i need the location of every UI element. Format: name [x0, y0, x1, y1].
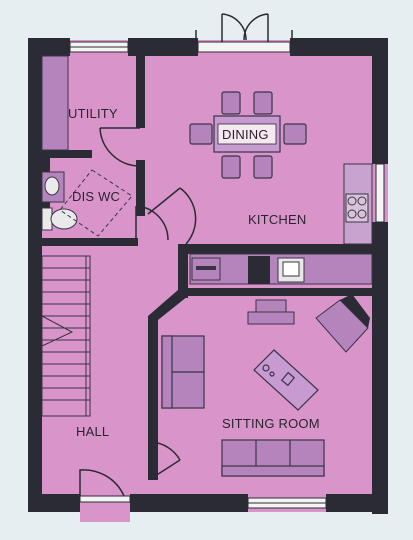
front-door	[79, 469, 131, 503]
coffee-table-icon	[253, 349, 319, 411]
room-label-dis-wc: DIS WC	[72, 189, 120, 204]
staircase	[41, 255, 91, 417]
outer-walls	[28, 38, 388, 514]
tv-unit-icon	[315, 294, 370, 353]
sitting-room-window	[247, 497, 327, 509]
armchair-icon	[161, 335, 205, 409]
toilet-icon	[50, 208, 78, 230]
wc-fixtures	[41, 169, 133, 237]
fireplace-icon	[247, 299, 295, 325]
utility-window	[69, 41, 129, 53]
room-label-dining: DINING	[222, 127, 269, 142]
fridge-icon	[248, 256, 270, 284]
room-label-utility: UTILITY	[68, 106, 118, 121]
sink-icon	[277, 257, 305, 283]
kitchen-door	[147, 187, 197, 245]
washing-machine-icon	[191, 257, 221, 281]
room-label-sitting-room: SITTING ROOM	[222, 416, 320, 431]
wc-basin-icon	[44, 176, 60, 196]
stair-landing-divider-icon	[41, 315, 74, 347]
room-label-hall: HALL	[76, 424, 109, 439]
turning-space-outline	[59, 169, 133, 237]
utility-door	[99, 127, 141, 167]
hob-icon	[345, 193, 369, 223]
sofa-icon	[221, 439, 325, 477]
dining-table	[189, 91, 307, 179]
french-doors	[195, 13, 293, 53]
internal-walls	[42, 56, 372, 480]
wc-door	[135, 205, 169, 241]
entrance-step	[80, 500, 130, 522]
kitchen-side-window	[375, 163, 385, 223]
sitting-room-door	[151, 441, 181, 479]
utility-units	[41, 55, 69, 151]
room-label-kitchen: KITCHEN	[248, 212, 306, 227]
